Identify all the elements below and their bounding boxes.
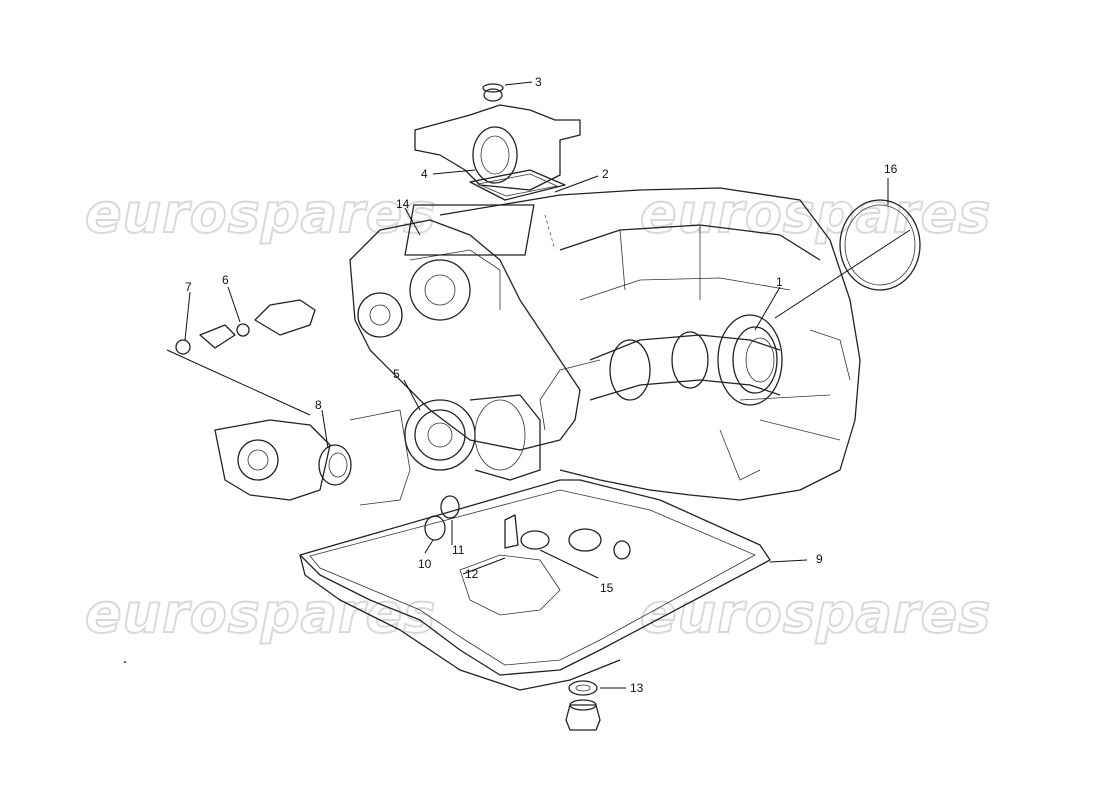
callout-13: 13	[630, 681, 644, 695]
watermark-bottom-right: eurospares	[640, 582, 991, 645]
callout-7: 7	[185, 280, 192, 294]
rear-seal-part-1	[717, 314, 783, 406]
callout-4: 4	[421, 167, 428, 181]
oil-pan-part-9	[299, 479, 771, 691]
stray-dot	[124, 661, 126, 663]
watermark-bottom-left: eurospares	[85, 582, 436, 645]
callout-15: 15	[600, 581, 614, 595]
callout-1: 1	[776, 275, 783, 289]
callout-9: 9	[816, 552, 823, 566]
callout-12: 12	[465, 567, 479, 581]
drain-plug-part-13	[565, 680, 601, 731]
front-seal-part-5	[404, 394, 541, 481]
callout-10: 10	[418, 557, 432, 571]
callout-16: 16	[884, 162, 898, 176]
timing-cover-part-14	[349, 204, 581, 451]
callout-3: 3	[535, 75, 542, 89]
callout-14: 14	[396, 197, 410, 211]
thermostat-housing-part-4	[414, 83, 581, 191]
sender-parts-6-7	[175, 299, 316, 355]
callout-8: 8	[315, 398, 322, 412]
watermark-top-right: eurospares	[640, 182, 991, 245]
callout-labels: 1 2 3 4 5 6 7 8 9 10 11 12 13 14 15 16	[185, 75, 898, 695]
watermark-top-left: eurospares	[85, 182, 436, 245]
watermarks: eurospares eurospares eurospares eurospa…	[84, 181, 991, 646]
callout-11: 11	[452, 543, 465, 557]
oil-pump-seal-part-8	[214, 409, 460, 541]
ring-part-16	[839, 199, 921, 291]
callout-6: 6	[222, 273, 229, 287]
gasket-part-2	[469, 169, 566, 201]
callout-2: 2	[602, 167, 609, 181]
engine-block	[439, 187, 861, 501]
leader-lines	[166, 81, 911, 689]
callout-5: 5	[393, 367, 400, 381]
